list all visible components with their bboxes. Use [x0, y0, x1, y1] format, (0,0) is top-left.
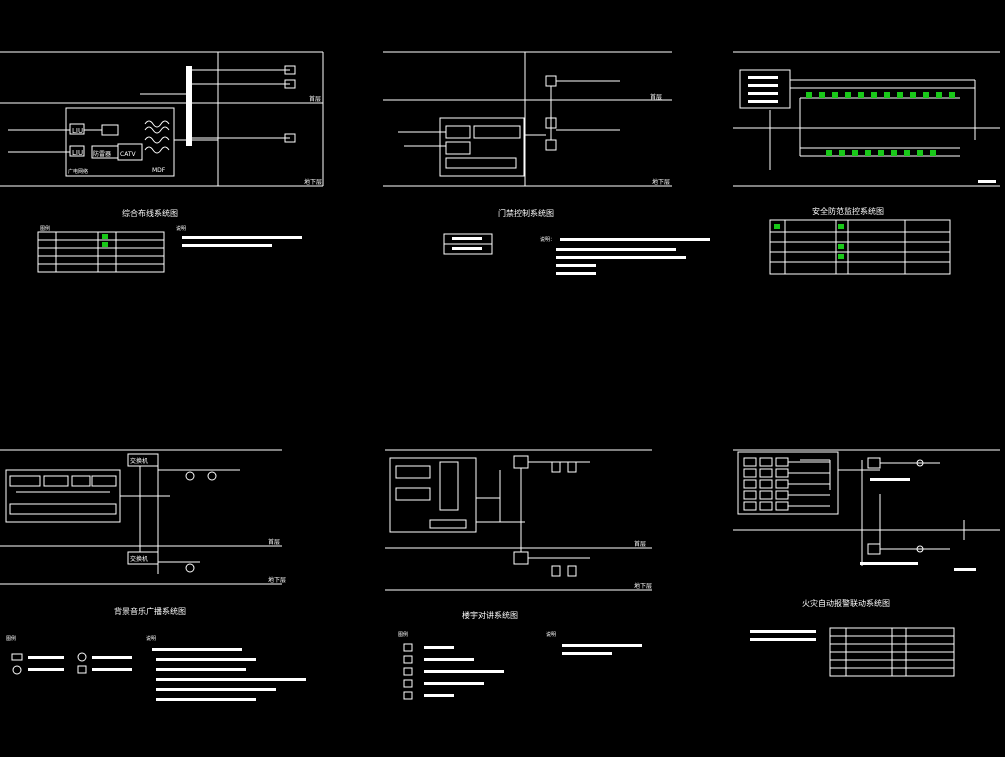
- switch-label-2: 交换机: [130, 555, 148, 563]
- title-security-monitor: 安全防范监控系统图: [812, 206, 884, 216]
- camera-node: [904, 150, 910, 156]
- fire-module: [743, 457, 757, 467]
- camera-node: [832, 92, 838, 98]
- floor-ground-1: 首层: [309, 95, 321, 103]
- switch-label-1: 交换机: [130, 457, 148, 465]
- camera-node: [930, 150, 936, 156]
- notes-title-4: 说明: [146, 635, 156, 642]
- title-entrance-control: 门禁控制系统图: [498, 208, 554, 218]
- camera-node: [923, 92, 929, 98]
- panel-cable-tv: LIU LIU MDF 防雷器 CATV 广电网络 首层 地下层 综合布线系统图…: [0, 51, 324, 273]
- fire-module: [775, 457, 789, 467]
- floor-basement-4: 地下层: [268, 576, 286, 584]
- notes-title-1: 说明: [176, 225, 186, 232]
- camera-node: [910, 92, 916, 98]
- title-cable-tv: 综合布线系统图: [122, 208, 178, 218]
- fire-module: [759, 490, 773, 500]
- notes-title-5: 说明: [546, 631, 556, 638]
- camera-node: [884, 92, 890, 98]
- panel-security-monitor: 安全防范监控系统图: [733, 51, 1000, 275]
- panel-broadcast: 交换机 交换机 首层 地下层 背景音乐广播系统图 图例 说明: [0, 449, 306, 701]
- camera-node: [949, 92, 955, 98]
- camera-node: [806, 92, 812, 98]
- fire-module: [759, 501, 773, 511]
- fire-module: [743, 479, 757, 489]
- fire-module: [775, 490, 789, 500]
- fire-module: [743, 490, 757, 500]
- camera-node: [819, 92, 825, 98]
- surge-label: 防雷器: [93, 150, 111, 158]
- camera-node: [845, 92, 851, 98]
- panel-fire-alarm: 火灾自动报警联动系统图: [733, 449, 1000, 677]
- panel-entrance-control: 首层 地下层 门禁控制系统图 说明：: [383, 51, 710, 275]
- camera-node: [891, 150, 897, 156]
- floor-ground-2: 首层: [650, 93, 662, 101]
- fire-module: [775, 501, 789, 511]
- fire-module: [759, 457, 773, 467]
- fire-module: [759, 479, 773, 489]
- title-visitor-intercom: 楼宇对讲系统图: [462, 610, 518, 620]
- camera-node: [858, 92, 864, 98]
- legend-title-1: 图例: [40, 225, 50, 232]
- camera-node: [826, 150, 832, 156]
- notes-label-2: 说明：: [540, 236, 555, 243]
- liu-label-1: LIU: [72, 127, 83, 135]
- camera-node: [852, 150, 858, 156]
- floor-basement-1: 地下层: [304, 178, 322, 186]
- legend-title-4: 图例: [6, 635, 16, 642]
- catv-label: CATV: [120, 151, 136, 158]
- liu-label-2: LIU: [72, 149, 83, 157]
- title-broadcast: 背景音乐广播系统图: [114, 606, 186, 616]
- camera-node: [917, 150, 923, 156]
- camera-node: [936, 92, 942, 98]
- legend-title-5: 图例: [398, 631, 408, 638]
- network-label: 广电网络: [68, 168, 88, 175]
- camera-node: [897, 92, 903, 98]
- fire-module: [775, 479, 789, 489]
- floor-ground-4: 首层: [268, 538, 280, 546]
- title-fire-alarm: 火灾自动报警联动系统图: [802, 598, 890, 608]
- camera-node: [865, 150, 871, 156]
- floor-basement-5: 地下层: [634, 582, 652, 590]
- fire-module: [743, 468, 757, 478]
- camera-node: [871, 92, 877, 98]
- floor-basement-2: 地下层: [652, 178, 670, 186]
- panel-visitor-intercom: 首层 地下层 楼宇对讲系统图 图例 说明: [385, 449, 652, 700]
- floor-ground-5: 首层: [634, 540, 646, 548]
- camera-node: [878, 150, 884, 156]
- fire-module: [775, 468, 789, 478]
- fire-module: [743, 501, 757, 511]
- camera-node: [839, 150, 845, 156]
- fire-module: [759, 468, 773, 478]
- mdf-label: MDF: [152, 167, 166, 174]
